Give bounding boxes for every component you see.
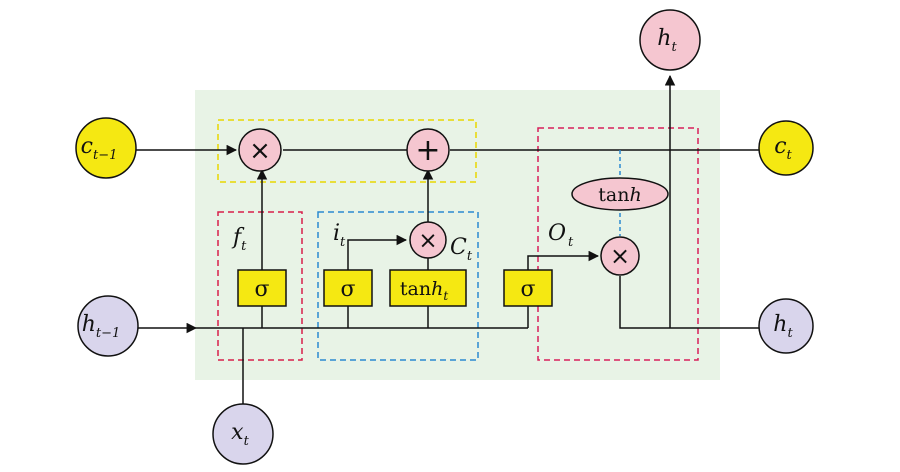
multiply-symbol: × bbox=[610, 242, 630, 270]
forget-gate-box bbox=[217, 211, 303, 361]
tanh-italic: h bbox=[431, 278, 443, 300]
label-C-t: Ct bbox=[450, 235, 473, 264]
tanh-cell-ellipse: tanh bbox=[571, 177, 669, 211]
multiply-symbol: × bbox=[418, 228, 437, 254]
label-i-t: it bbox=[333, 221, 346, 250]
svg-text:xt: xt bbox=[231, 420, 249, 449]
tanh-cell-main: tan bbox=[598, 184, 629, 206]
svg-text:ht−1: ht−1 bbox=[82, 312, 121, 341]
tanh-cell-italic: h bbox=[629, 184, 641, 206]
input-sigma-gate: σ bbox=[323, 269, 373, 307]
hidden-output-line bbox=[619, 276, 762, 329]
output-sigma-gate: σ bbox=[503, 269, 553, 307]
output-arrow bbox=[527, 250, 600, 270]
tanh-candidate-gate: tanht bbox=[389, 269, 467, 307]
forget-sigma-gate: σ bbox=[237, 269, 287, 307]
svg-text:ct: ct bbox=[774, 134, 792, 163]
node-x-t: xt bbox=[212, 403, 274, 465]
sigma-label: σ bbox=[520, 277, 535, 302]
sigma-label: σ bbox=[254, 277, 269, 302]
cell-background-panel bbox=[195, 90, 720, 380]
node-c-prev: ct−1 bbox=[75, 117, 137, 179]
svg-text:ht: ht bbox=[773, 312, 793, 341]
input-gate-box bbox=[317, 211, 479, 361]
tanh-sub: t bbox=[443, 289, 448, 303]
add-operator: + bbox=[406, 128, 450, 172]
svg-text:ht: ht bbox=[657, 26, 677, 55]
multiply-symbol: × bbox=[249, 136, 271, 166]
forget-multiply-operator: × bbox=[238, 128, 282, 172]
input-multiply-operator: × bbox=[409, 221, 447, 259]
sigma-label: σ bbox=[340, 277, 355, 302]
node-h-prev: ht−1 bbox=[77, 295, 139, 357]
svg-text:tanht: tanht bbox=[400, 278, 448, 303]
tanh-main: tan bbox=[400, 278, 431, 300]
svg-text:tanh: tanh bbox=[598, 184, 641, 206]
output-gate-box bbox=[537, 127, 699, 361]
output-multiply-operator: × bbox=[600, 236, 640, 276]
node-h-out-top: ht bbox=[639, 9, 701, 71]
svg-text:ct−1: ct−1 bbox=[81, 134, 118, 163]
node-h-out-right: ht bbox=[758, 298, 814, 354]
add-symbol: + bbox=[415, 133, 440, 168]
node-c-out: ct bbox=[758, 120, 814, 176]
input-arrow bbox=[347, 234, 408, 270]
